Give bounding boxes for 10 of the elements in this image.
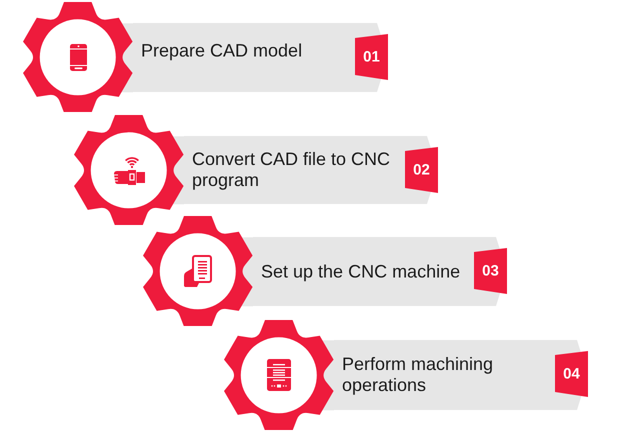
step-number: 02 [413,162,430,178]
step-number: 01 [363,48,380,66]
step-title: Perform machining operations [342,354,494,396]
step-title: Set up the CNC machine [261,261,460,282]
number-tab [474,248,507,294]
step-title: Prepare CAD model [141,40,302,61]
step-title: Convert CAD file to CNC program [192,149,392,191]
number-tab [405,147,438,193]
step-number: 03 [482,262,499,280]
step-number: 04 [563,366,580,382]
